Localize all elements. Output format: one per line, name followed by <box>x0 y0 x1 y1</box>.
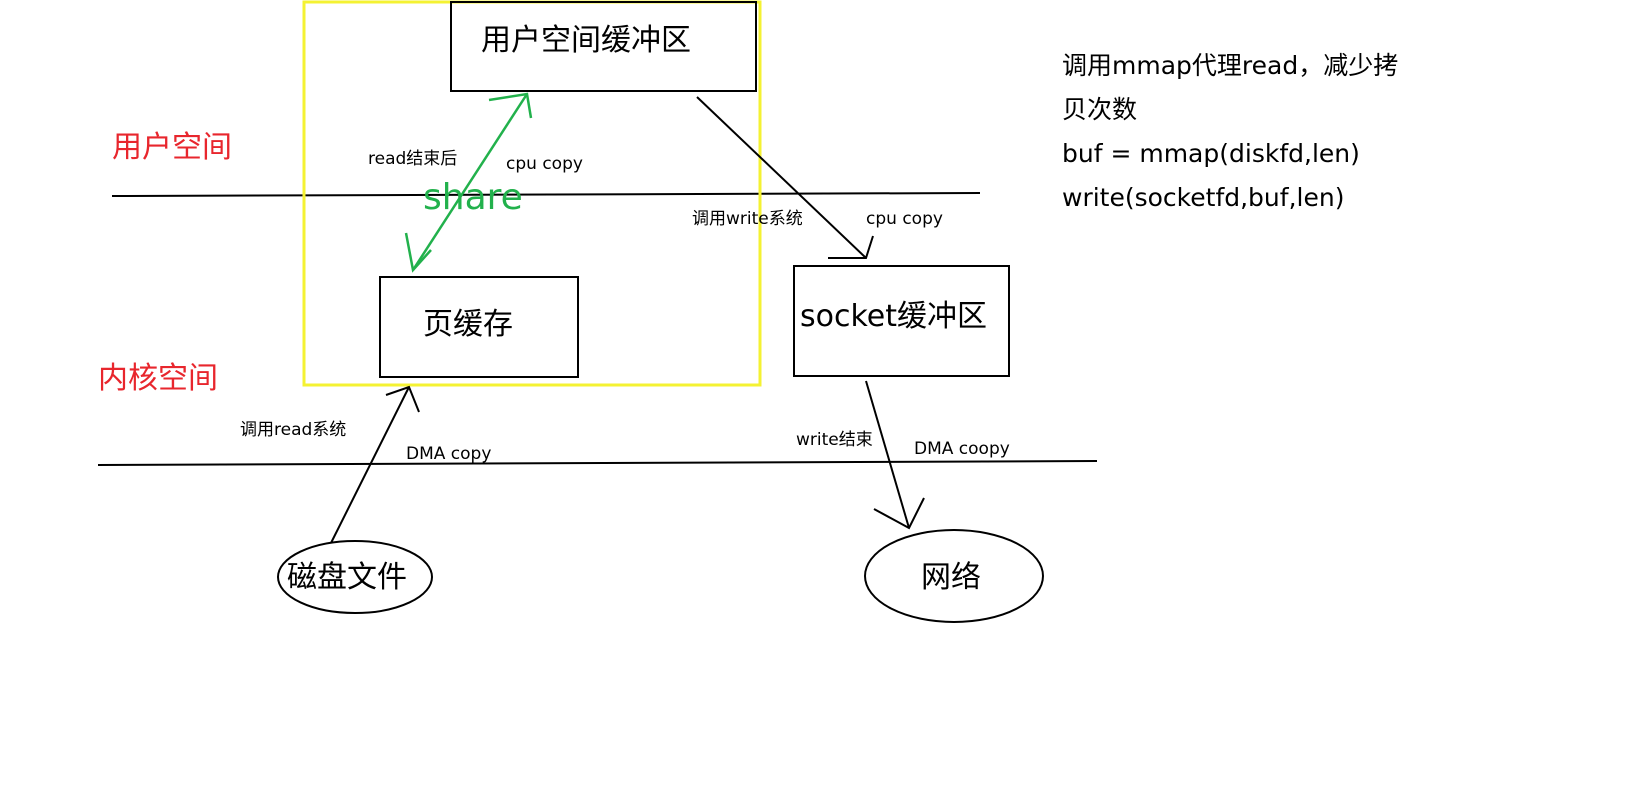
user-space-label: 用户空间 <box>112 130 232 165</box>
cpu-copy-left-label: cpu copy <box>506 154 583 174</box>
dma-read-arrow <box>330 385 420 544</box>
disk-file-ellipse <box>277 540 433 614</box>
share-label: share <box>423 177 523 218</box>
mmap-notes: 调用mmap代理read，减少拷 贝次数 buf = mmap(diskfd,l… <box>1062 44 1482 220</box>
network-ellipse <box>864 529 1044 623</box>
page-cache-box <box>379 276 579 378</box>
note-line-3: buf = mmap(diskfd,len) <box>1062 139 1360 168</box>
write-done-label: write结束 <box>796 430 873 450</box>
network-label: 网络 <box>921 560 981 595</box>
share-double-arrow <box>404 92 533 273</box>
note-line-4: write(socketfd,buf,len) <box>1062 183 1345 212</box>
read-done-label: read结束后 <box>368 149 458 169</box>
kernel-hardware-separator <box>97 460 1098 466</box>
user-kernel-separator <box>111 192 981 197</box>
note-line-1: 调用mmap代理read，减少拷 <box>1062 51 1399 80</box>
cpu-copy-right-label: cpu copy <box>866 209 943 229</box>
call-read-label: 调用read系统 <box>240 420 347 440</box>
kernel-space-label: 内核空间 <box>98 361 218 396</box>
user-buffer-label: 用户空间缓冲区 <box>481 23 691 58</box>
page-cache-label: 页缓存 <box>423 307 513 342</box>
user-buffer-box <box>450 1 757 92</box>
socket-buffer-box <box>793 265 1010 377</box>
dma-write-arrow <box>865 380 925 530</box>
dma-copy-label: DMA copy <box>406 444 492 464</box>
socket-buffer-label: socket缓冲区 <box>800 299 988 334</box>
call-write-label: 调用write系统 <box>692 209 803 229</box>
note-line-2: 贝次数 <box>1062 95 1138 124</box>
disk-file-label: 磁盘文件 <box>287 560 407 595</box>
dma-coopy-label: DMA coopy <box>914 439 1010 459</box>
cpu-copy-arrow <box>696 96 874 259</box>
